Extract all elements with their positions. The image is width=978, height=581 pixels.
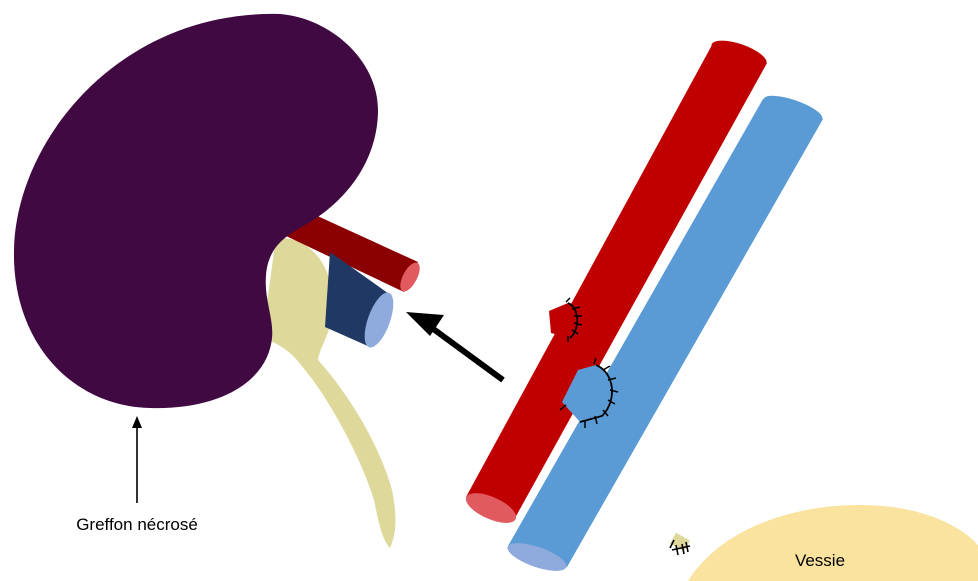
graft-pointer-head	[132, 416, 142, 428]
arrow-shaft	[432, 328, 503, 380]
ureter-stump-suture	[670, 533, 690, 555]
graft-annotation: Greffon nécrosé	[76, 416, 198, 534]
bladder: Vessie	[670, 505, 978, 581]
necrotic-kidney	[14, 14, 378, 408]
bladder-label: Vessie	[795, 551, 845, 570]
graft-label: Greffon nécrosé	[76, 515, 198, 534]
direction-arrow	[406, 312, 503, 380]
